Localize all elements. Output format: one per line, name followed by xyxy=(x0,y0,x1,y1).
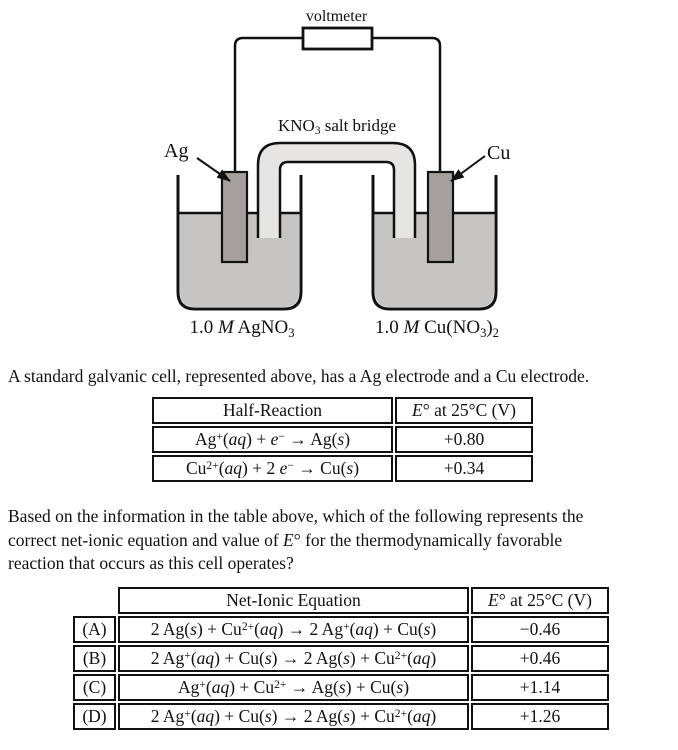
salt-bridge-label: KNO3 salt bridge xyxy=(278,116,396,138)
answer-table: Net-Ionic Equation E° at 25°C (V) (A) 2 … xyxy=(71,585,611,732)
choice-potential-a: −0.46 xyxy=(471,616,609,643)
intro-text: A standard galvanic cell, represented ab… xyxy=(8,366,590,386)
answer-row-c: (C) Ag+(aq) + Cu2+ → Ag(s) + Cu(s) +1.14 xyxy=(73,674,609,701)
ag-potential: +0.80 xyxy=(395,426,533,453)
answer-row-b: (B) 2 Ag+(aq) + Cu(s) → 2 Ag(s) + Cu2+(a… xyxy=(73,645,609,672)
question-line: reaction that occurs as this cell operat… xyxy=(8,553,294,573)
choice-label-b: (B) xyxy=(73,645,116,672)
choice-equation-d: 2 Ag+(aq) + Cu(s) → 2 Ag(s) + Cu2+(aq) xyxy=(118,703,469,730)
answer-row-a: (A) 2 Ag(s) + Cu2+(aq) → 2 Ag+(aq) + Cu(… xyxy=(73,616,609,643)
beaker-left xyxy=(176,175,303,311)
cu-electrode xyxy=(426,170,455,264)
question-text: Based on the information in the table ab… xyxy=(8,505,674,576)
wire-left xyxy=(233,36,305,172)
half-reaction-row-ag: Ag+(aq) + e− → Ag(s) +0.80 xyxy=(152,426,533,453)
beaker-right xyxy=(371,175,498,311)
question-line: correct net-ionic equation and value of … xyxy=(8,529,563,550)
potential-header: E° at 25°C (V) xyxy=(395,397,533,424)
answer-header-spacer xyxy=(73,587,116,614)
half-reaction-header-row: Half-Reaction E° at 25°C (V) xyxy=(152,397,533,424)
wire-right xyxy=(370,36,442,172)
question-line: Based on the information in the table ab… xyxy=(8,506,584,526)
choice-equation-a: 2 Ag(s) + Cu2+(aq) → 2 Ag+(aq) + Cu(s) xyxy=(118,616,469,643)
answer-potential-header: E° at 25°C (V) xyxy=(471,587,609,614)
voltmeter-box xyxy=(301,26,374,51)
ag-electrode xyxy=(220,170,249,264)
choice-label-a: (A) xyxy=(73,616,116,643)
choice-equation-c: Ag+(aq) + Cu2+ → Ag(s) + Cu(s) xyxy=(118,674,469,701)
choice-potential-d: +1.26 xyxy=(471,703,609,730)
cu-half-reaction: Cu2+(aq) + 2 e− → Cu(s) xyxy=(152,455,393,482)
cu-potential: +0.34 xyxy=(395,455,533,482)
net-ionic-equation-header: Net-Ionic Equation xyxy=(118,587,469,614)
choice-label-d: (D) xyxy=(73,703,116,730)
salt-bridge-inner-outline xyxy=(278,160,396,238)
half-reaction-header: Half-Reaction xyxy=(152,397,393,424)
ag-half-reaction: Ag+(aq) + e− → Ag(s) xyxy=(152,426,393,453)
half-reaction-table: Half-Reaction E° at 25°C (V) Ag+(aq) + e… xyxy=(150,395,535,484)
ag-label-arrow xyxy=(196,157,231,182)
choice-equation-b: 2 Ag+(aq) + Cu(s) → 2 Ag(s) + Cu2+(aq) xyxy=(118,645,469,672)
galvanic-cell-diagram xyxy=(176,26,498,311)
salt-bridge-outer-outline xyxy=(256,141,417,238)
left-solution-label: 1.0 M AgNO3 xyxy=(189,317,295,340)
half-reaction-row-cu: Cu2+(aq) + 2 e− → Cu(s) +0.34 xyxy=(152,455,533,482)
answer-row-d: (D) 2 Ag+(aq) + Cu(s) → 2 Ag(s) + Cu2+(a… xyxy=(73,703,609,730)
ag-electrode-label: Ag xyxy=(164,140,189,162)
choice-potential-c: +1.14 xyxy=(471,674,609,701)
right-solution-label: 1.0 M Cu(NO3)2 xyxy=(375,317,499,340)
cu-electrode-label: Cu xyxy=(487,142,511,164)
cu-label-arrow xyxy=(450,155,486,182)
answer-header-row: Net-Ionic Equation E° at 25°C (V) xyxy=(73,587,609,614)
voltmeter-label: voltmeter xyxy=(305,8,368,25)
choice-label-c: (C) xyxy=(73,674,116,701)
choice-potential-b: +0.46 xyxy=(471,645,609,672)
